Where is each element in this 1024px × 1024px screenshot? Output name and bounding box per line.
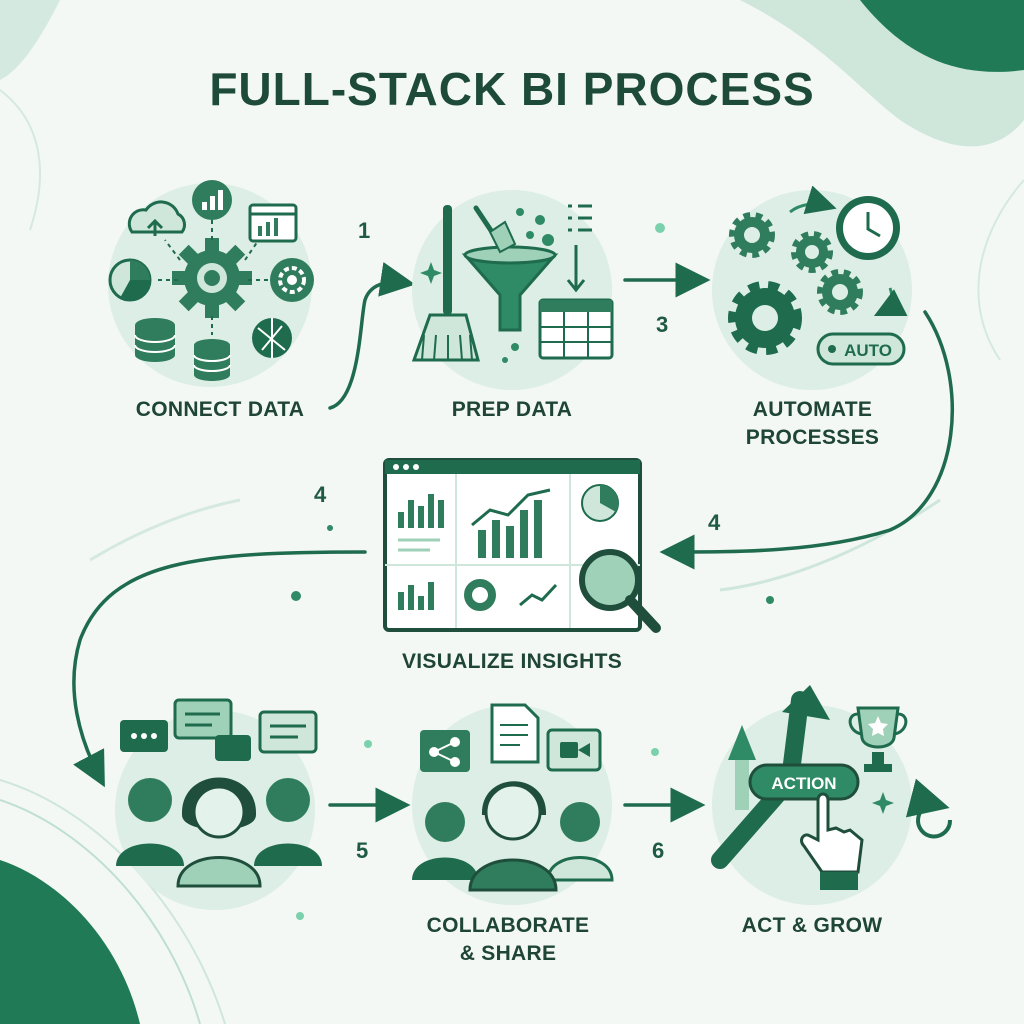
broom-icon bbox=[411, 205, 480, 362]
action-button-text: ACTION bbox=[771, 774, 836, 793]
action-button: ACTION bbox=[748, 763, 860, 801]
refresh-icon bbox=[905, 778, 953, 839]
chat-bubble-icon bbox=[258, 710, 318, 754]
chat-bubble-icon bbox=[120, 720, 168, 752]
step-number: 5 bbox=[356, 838, 369, 863]
step-label-connect-data: CONNECT DATA bbox=[135, 398, 305, 421]
network-globe-icon bbox=[252, 318, 292, 358]
clock-icon bbox=[836, 196, 900, 260]
gear-right-icon bbox=[817, 269, 863, 315]
pointing-hand-icon bbox=[800, 792, 864, 890]
page-title: FULL-STACK BI PROCESS bbox=[209, 63, 815, 115]
gear-small-icon bbox=[729, 212, 775, 258]
small-bar-chart-icon bbox=[398, 582, 434, 610]
cloud-upload-icon bbox=[127, 200, 186, 236]
gear-medium-icon bbox=[791, 231, 833, 273]
share-icon bbox=[420, 730, 470, 772]
step-number: 4 bbox=[314, 482, 327, 507]
dashboard-window-icon bbox=[248, 203, 298, 243]
step-number: 3 bbox=[656, 312, 669, 337]
chat-bubble-icon bbox=[215, 735, 251, 761]
step-label-visualize-insights: VISUALIZE INSIGHTS bbox=[401, 650, 623, 673]
step-label-prep-data: PREP DATA bbox=[451, 398, 573, 421]
prep-data-illustration bbox=[411, 190, 614, 390]
person-icon bbox=[116, 778, 184, 866]
list-icon bbox=[568, 204, 592, 232]
arrow-3-to-4 bbox=[659, 310, 955, 570]
person-icon bbox=[176, 777, 262, 888]
pie-chart-widget-icon bbox=[581, 484, 619, 522]
automate-illustration: AUTO bbox=[712, 185, 912, 390]
bar-chart-circle-icon bbox=[192, 180, 232, 220]
gear-icon bbox=[172, 238, 252, 318]
trend-line-icon bbox=[519, 583, 558, 607]
step-number: 6 bbox=[652, 838, 665, 863]
arrow-4-to-5 bbox=[72, 550, 367, 788]
step-label-collaborate-share: COLLABORATE & SHARE bbox=[426, 914, 590, 965]
collaborate-share-illustration bbox=[412, 703, 614, 905]
database-icon bbox=[134, 318, 176, 362]
step-number: 1 bbox=[358, 218, 371, 243]
person-icon bbox=[412, 802, 478, 880]
down-arrow-icon bbox=[566, 245, 586, 293]
gear-large-icon bbox=[728, 281, 802, 355]
person-icon bbox=[468, 781, 558, 892]
auto-badge-text: AUTO bbox=[844, 341, 892, 360]
magnifier-icon bbox=[579, 549, 661, 633]
person-icon bbox=[254, 778, 322, 866]
visualize-illustration bbox=[383, 458, 661, 633]
document-icon bbox=[490, 703, 540, 764]
chat-bubble-icon bbox=[173, 698, 233, 740]
video-call-icon bbox=[546, 728, 602, 772]
database-stack-icon bbox=[193, 339, 231, 381]
bar-chart-icon bbox=[398, 494, 444, 528]
trophy-icon bbox=[848, 706, 908, 772]
person-icon bbox=[546, 802, 614, 882]
settings-gear-icon bbox=[270, 258, 314, 302]
connect-data-illustration bbox=[108, 180, 314, 387]
brush-icon bbox=[473, 205, 517, 254]
text-lines-icon bbox=[398, 538, 440, 552]
auto-badge: AUTO bbox=[816, 332, 906, 366]
step-label-automate-processes: AUTOMATE PROCESSES bbox=[745, 398, 880, 449]
line-bar-chart-icon bbox=[471, 488, 551, 558]
team-discussion-illustration bbox=[115, 698, 322, 910]
pie-chart-icon bbox=[108, 258, 152, 302]
arrow-1-to-2 bbox=[328, 262, 416, 410]
step-number: 4 bbox=[708, 510, 721, 535]
step-label-act-grow: ACT & GROW bbox=[741, 914, 883, 937]
donut-chart-icon bbox=[464, 579, 496, 611]
cycle-arrow-icon bbox=[789, 185, 837, 215]
flow-arrows bbox=[72, 262, 955, 823]
act-grow-illustration: ACTION bbox=[711, 685, 953, 905]
table-grid-icon bbox=[538, 298, 614, 360]
